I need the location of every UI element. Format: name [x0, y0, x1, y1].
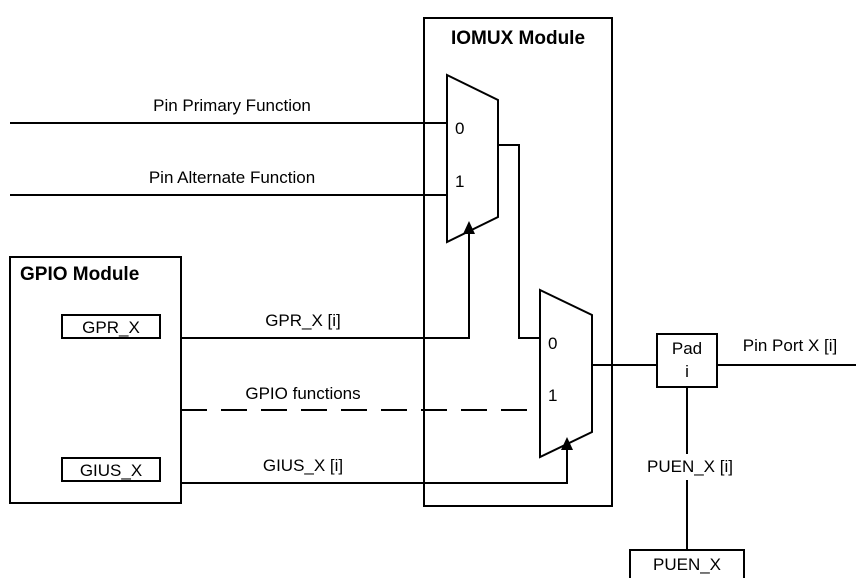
gius-register-label: GIUS_X: [80, 461, 142, 480]
gius-register-box: [61, 457, 161, 482]
gpr-register-label: GPR_X: [82, 318, 140, 337]
pin-port-label: Pin Port X [i]: [743, 336, 837, 355]
alternate-function-label: Pin Alternate Function: [149, 168, 315, 187]
pad-box: [656, 333, 718, 388]
pad-label: Pad: [672, 339, 702, 358]
gpr-select-arrow: [463, 221, 475, 234]
gpio-module-title: GPIO Module: [20, 264, 139, 285]
iomux-module-title: IOMUX Module: [451, 28, 585, 49]
gpio-functions-label: GPIO functions: [245, 384, 360, 403]
gpr-select-label: GPR_X [i]: [265, 311, 341, 330]
top-multiplexer: [446, 73, 499, 244]
gius-select-line: [181, 448, 568, 484]
puen-label-background: [634, 454, 746, 480]
puen-register-label: PUEN_X: [653, 555, 721, 574]
puen-register-box: [629, 549, 745, 578]
gpr-select-line: [181, 232, 470, 339]
gpr-register-box: [61, 314, 161, 339]
puen-signal-label: PUEN_X [i]: [647, 457, 733, 476]
bottom-multiplexer: [539, 288, 593, 459]
gius-select-arrow: [561, 437, 573, 450]
top-mux-input-1-label: 1: [455, 172, 464, 191]
top-mux-output-line: [498, 144, 540, 339]
top-mux-input-0-label: 0: [455, 119, 464, 138]
gius-select-label: GIUS_X [i]: [263, 456, 343, 475]
bottom-mux-input-1-label: 1: [548, 386, 557, 405]
bottom-mux-input-0-label: 0: [548, 334, 557, 353]
primary-function-label: Pin Primary Function: [153, 96, 311, 115]
pad-index-label: i: [685, 362, 689, 381]
